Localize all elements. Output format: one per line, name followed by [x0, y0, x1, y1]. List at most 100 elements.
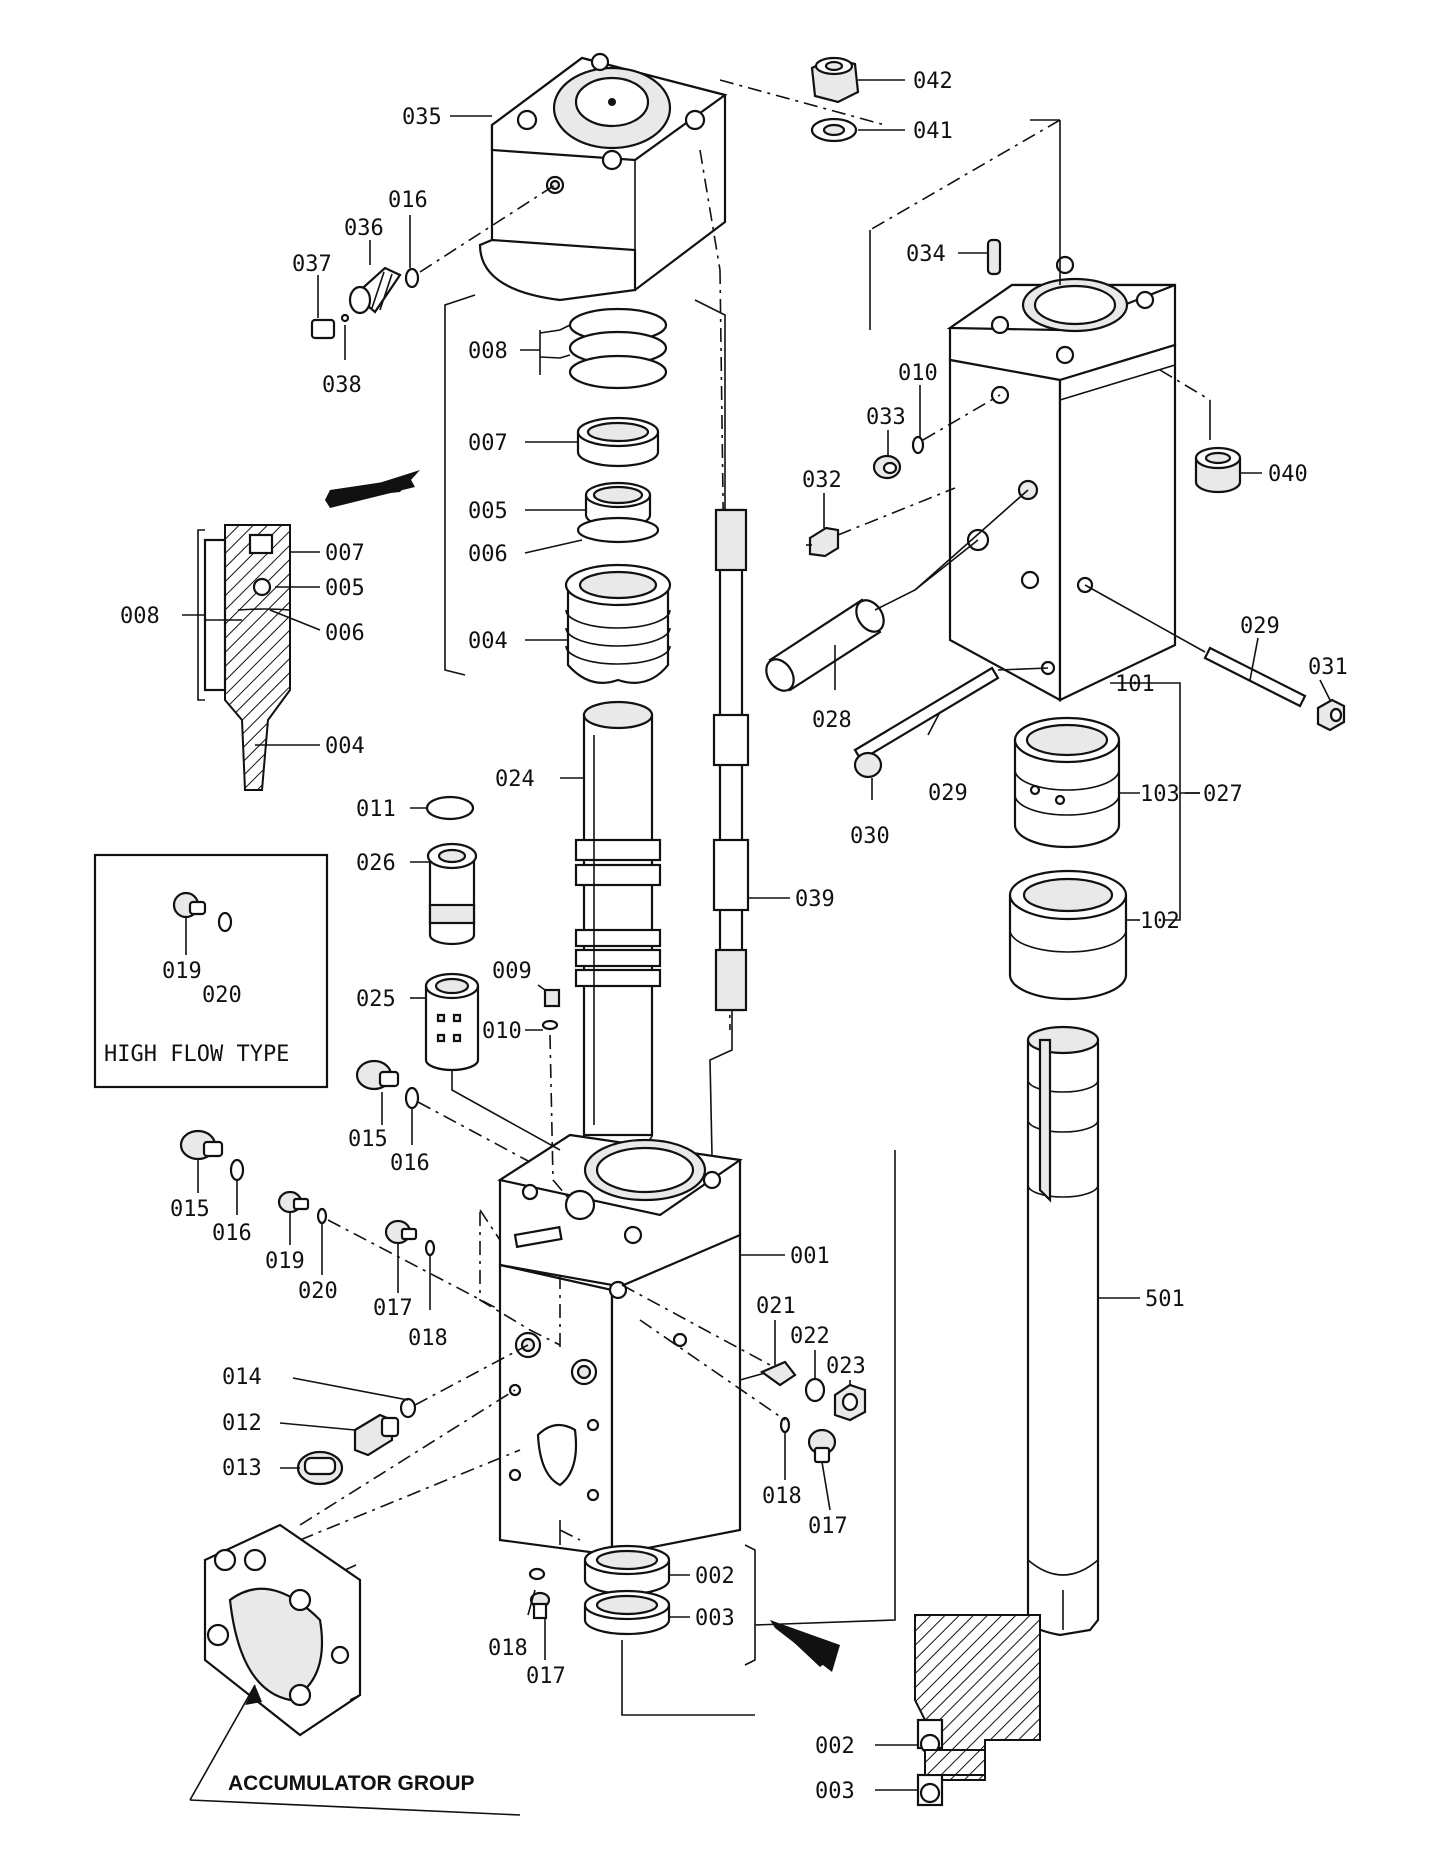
plug-017-left	[384, 1219, 418, 1245]
oring-011	[425, 795, 475, 821]
label-012: 012	[222, 1411, 262, 1436]
plug-017-bottom	[529, 1591, 551, 1620]
label-007: 007	[468, 431, 508, 456]
label-020-inset: 020	[202, 983, 242, 1008]
label-501: 501	[1145, 1287, 1185, 1312]
plug-031	[1316, 698, 1346, 732]
label-031: 031	[1308, 655, 1348, 680]
plug-017-right	[807, 1428, 837, 1464]
plug-015-lower	[179, 1129, 224, 1161]
label-023: 023	[826, 1354, 866, 1379]
oring-010-center	[541, 1019, 559, 1031]
bushing-007	[576, 416, 660, 468]
back-head-101	[946, 255, 1177, 702]
label-036: 036	[344, 216, 384, 241]
cylinder-body-001	[497, 1133, 743, 1557]
seal-rings-008	[568, 307, 668, 390]
label-013: 013	[222, 1456, 262, 1481]
label-016-top: 016	[388, 188, 428, 213]
label-028: 028	[812, 708, 852, 733]
oring-016-lower	[229, 1158, 245, 1182]
label-025: 025	[356, 987, 396, 1012]
label-017-right: 017	[808, 1514, 848, 1539]
label-039: 039	[795, 887, 835, 912]
section-view-upper	[203, 524, 291, 791]
plug-015-upper	[355, 1059, 400, 1091]
oring-010-right	[911, 435, 925, 455]
label-042: 042	[913, 69, 953, 94]
label-005: 005	[468, 499, 508, 524]
high-flow-inset	[93, 853, 329, 1089]
label-001: 001	[790, 1244, 830, 1269]
label-004: 004	[468, 629, 508, 654]
ring-006	[576, 516, 660, 544]
label-029-right: 029	[1240, 614, 1280, 639]
label-008-section: 008	[120, 604, 160, 629]
label-010-center: 010	[482, 1019, 522, 1044]
pin-029-left	[853, 666, 1000, 762]
label-027: 027	[1203, 782, 1243, 807]
label-018-bottom: 018	[488, 1636, 528, 1661]
label-040: 040	[1268, 462, 1308, 487]
plug-023	[833, 1383, 867, 1422]
washer-022	[804, 1377, 826, 1403]
oring-018-right	[779, 1416, 791, 1434]
label-005-section: 005	[325, 576, 365, 601]
pin-029-right	[1203, 646, 1307, 708]
label-022: 022	[790, 1324, 830, 1349]
valve-021	[739, 1360, 797, 1387]
label-006-section: 006	[325, 621, 365, 646]
label-018-left: 018	[408, 1326, 448, 1351]
seal-002	[583, 1544, 671, 1596]
valve-032	[806, 526, 840, 558]
label-033: 033	[866, 405, 906, 430]
label-003: 003	[695, 1606, 735, 1631]
plug-033	[872, 454, 902, 480]
label-008: 008	[468, 339, 508, 364]
label-003-section: 003	[815, 1779, 855, 1804]
plug-036	[348, 266, 402, 315]
oring-018-left	[424, 1239, 436, 1257]
valve-sleeve-025	[424, 972, 480, 1072]
label-009: 009	[492, 959, 532, 984]
label-017-left: 017	[373, 1296, 413, 1321]
seal-retainer-004	[564, 563, 672, 684]
plug-009	[543, 988, 561, 1008]
label-016-lower: 016	[212, 1221, 252, 1246]
oring-018-bottom	[528, 1567, 546, 1581]
label-015-lower: 015	[170, 1197, 210, 1222]
label-016-upper: 016	[390, 1151, 430, 1176]
label-037: 037	[292, 252, 332, 277]
label-017-bottom: 017	[526, 1664, 566, 1689]
seal-003	[583, 1589, 671, 1636]
label-030: 030	[850, 824, 890, 849]
washer-041	[810, 117, 858, 143]
label-041: 041	[913, 119, 953, 144]
label-035: 035	[402, 105, 442, 130]
label-018-right: 018	[762, 1484, 802, 1509]
chisel-501	[1026, 1025, 1100, 1637]
label-103: 103	[1140, 782, 1180, 807]
label-019-main: 019	[265, 1249, 305, 1274]
accumulator-group	[203, 1523, 362, 1737]
label-004-section: 004	[325, 734, 365, 759]
label-002: 002	[695, 1564, 735, 1589]
label-026: 026	[356, 851, 396, 876]
oring-014	[399, 1397, 417, 1419]
through-bolt-039	[712, 508, 750, 1012]
oring-016-top	[404, 267, 420, 289]
nut-042	[810, 56, 860, 104]
oring-038	[340, 313, 350, 323]
label-102: 102	[1140, 909, 1180, 934]
label-014: 014	[222, 1365, 262, 1390]
plug-019-main	[277, 1190, 310, 1214]
pin-034	[986, 238, 1002, 276]
label-034: 034	[906, 242, 946, 267]
accumulator-group-label: ACCUMULATOR GROUP	[228, 1772, 475, 1795]
rod-028	[765, 598, 885, 692]
label-020-main: 020	[298, 1279, 338, 1304]
label-021: 021	[756, 1294, 796, 1319]
label-006: 006	[468, 542, 508, 567]
bushing-040	[1194, 446, 1242, 494]
